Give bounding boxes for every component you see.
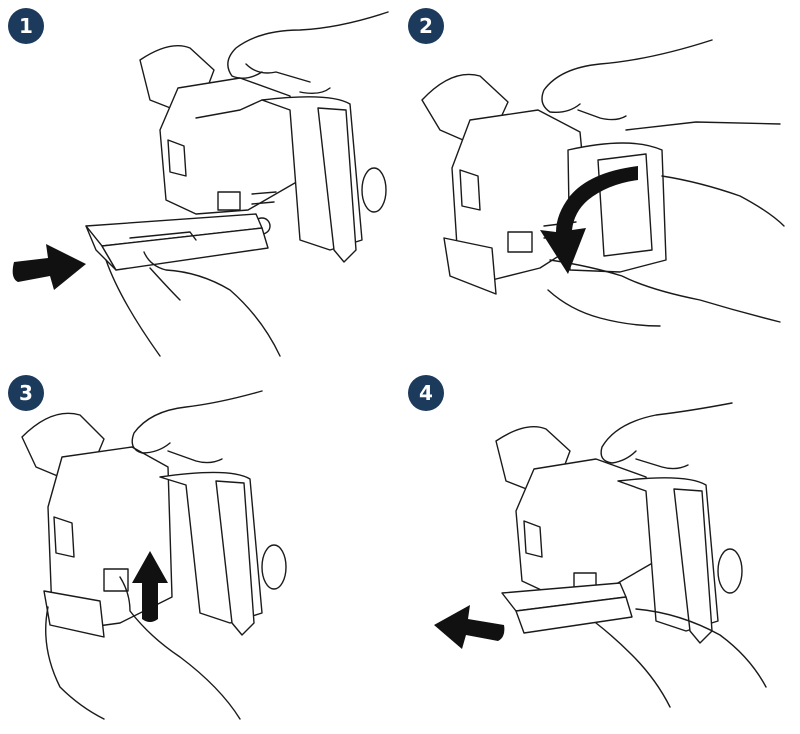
step-1-illustration — [12, 11, 389, 357]
step-number: 1 — [19, 14, 33, 38]
step-2-illustration — [421, 39, 785, 327]
device — [139, 45, 387, 263]
arrow-right-icon — [12, 244, 87, 290]
device — [21, 412, 287, 638]
arrow-up-icon — [132, 551, 168, 622]
step-number: 2 — [419, 14, 433, 38]
hand-lower — [595, 608, 767, 708]
step-number: 4 — [419, 381, 433, 405]
step-2-panel: 2 — [400, 0, 800, 367]
step-badge: 2 — [408, 8, 444, 44]
step-badge: 1 — [8, 8, 44, 44]
hand-upper — [600, 402, 733, 470]
curved-arrow-down-icon — [540, 166, 638, 274]
hand-upper — [227, 11, 389, 95]
step-3-illustration — [21, 390, 287, 720]
device — [495, 426, 743, 644]
step-1-panel: 1 — [0, 0, 400, 367]
step-4-panel: 4 — [400, 367, 800, 734]
step-badge: 4 — [408, 375, 444, 411]
step-3-panel: 3 — [0, 367, 400, 734]
hand-lower — [45, 576, 241, 720]
step-number: 3 — [19, 381, 33, 405]
hand-upper — [131, 390, 263, 464]
step-4-illustration — [434, 402, 767, 708]
tray — [501, 582, 633, 634]
hand-lower — [105, 251, 281, 357]
hand-lower — [547, 175, 785, 327]
arrow-left-icon — [434, 605, 505, 649]
tray — [85, 213, 269, 271]
step-badge: 3 — [8, 375, 44, 411]
device — [421, 73, 667, 295]
hand-upper — [541, 39, 781, 131]
